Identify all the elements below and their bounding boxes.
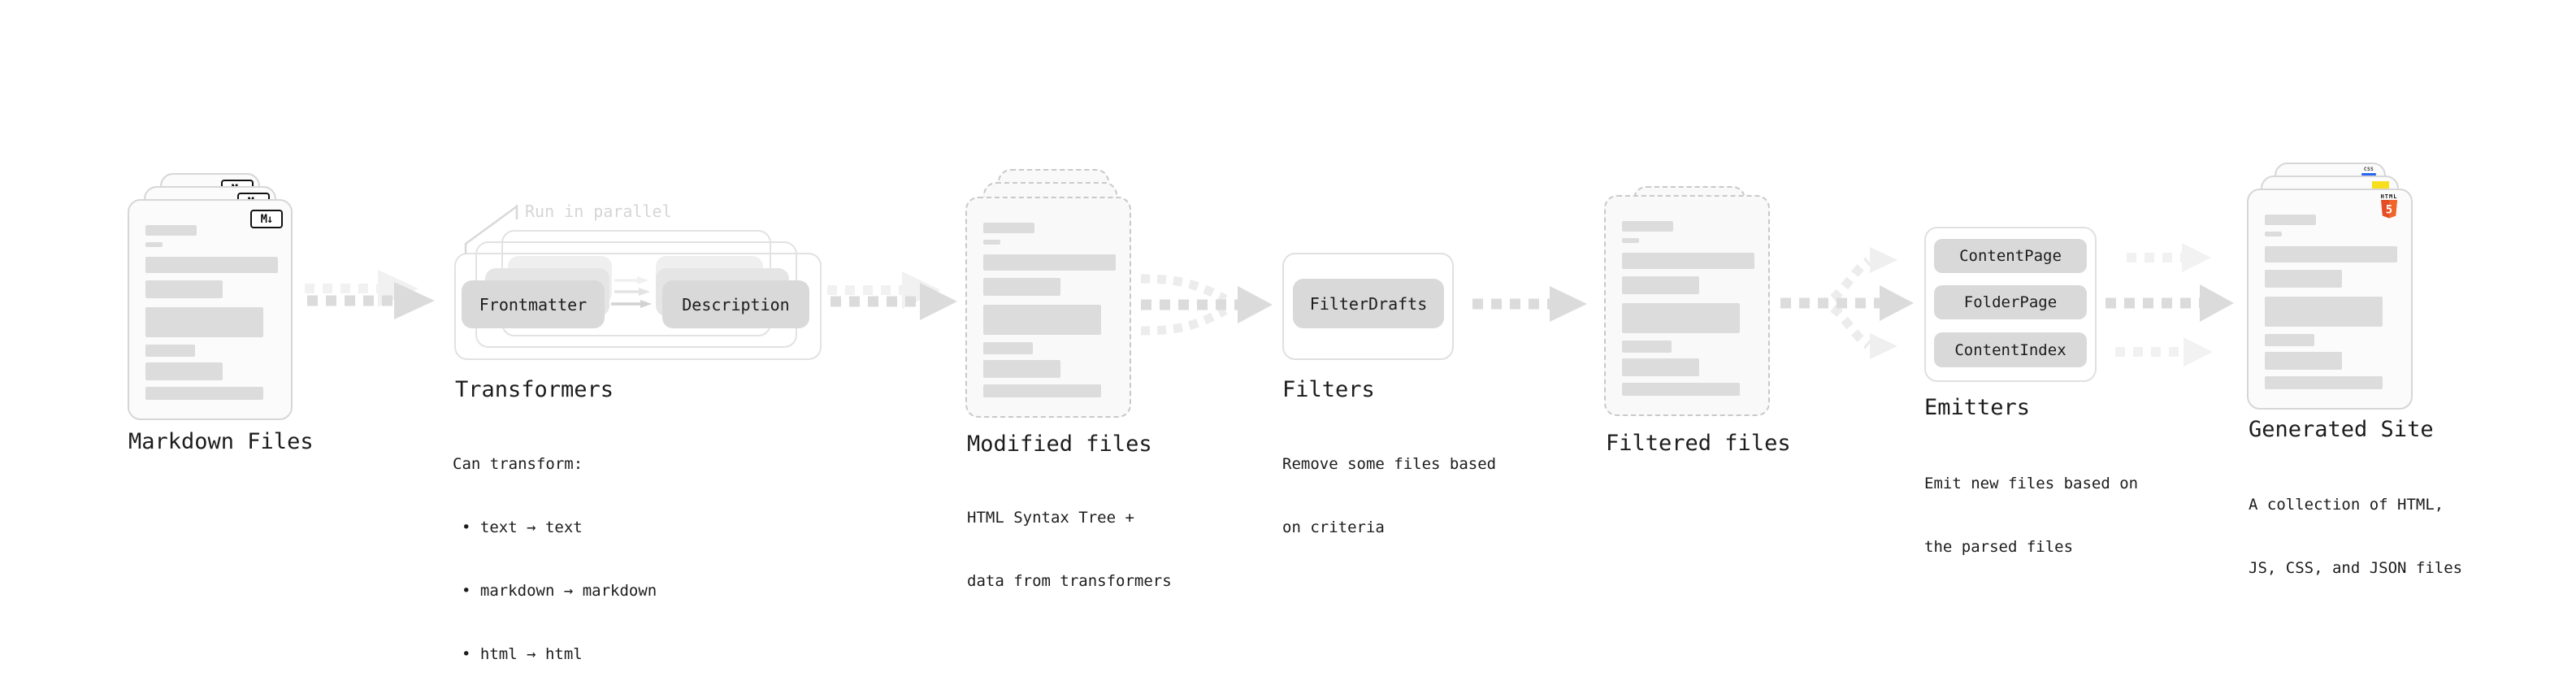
doc-line [983,342,1033,354]
flow-arrow-merge-to-filters [1140,274,1273,336]
bullet-line: • markdown → markdown [462,582,657,600]
transformer-description: Description [662,280,809,328]
html5-icon: HTML 5 [2377,193,2401,223]
filter-filterdrafts: FilterDrafts [1293,279,1444,328]
modified-files-label: Modified files [967,432,1152,457]
description-line: Can transform: [453,455,583,473]
doc-line [983,305,1101,335]
transformer-frontmatter: Frontmatter [462,280,605,328]
site-file-card-html: HTML 5 [2247,189,2413,410]
description-line: on criteria [1282,518,1385,536]
flow-arrow-fanout-to-emitters [1780,247,1914,359]
doc-line [983,223,1034,233]
filtered-file-card [1604,195,1770,416]
flow-arrow-emitters-to-site [2105,243,2234,367]
css-icon-word: CSS [2363,167,2374,172]
doc-line [2265,352,2342,370]
doc-line [145,362,223,380]
doc-line [1622,238,1639,243]
description-line: A collection of HTML, [2249,496,2444,514]
doc-line [2265,334,2314,346]
html5-icon-word: HTML [2380,193,2398,200]
description-line: Remove some files based [1282,455,1497,473]
filtered-files-label: Filtered files [1606,431,1791,456]
transform-step-arrows [611,276,652,308]
doc-line [1622,303,1740,333]
description-line: data from transformers [967,572,1172,590]
filters-title: Filters [1282,377,1375,402]
doc-line [1622,358,1699,376]
doc-line [2265,246,2397,262]
flow-arrow-markdown-to-transformers [305,270,435,319]
modified-files-description: HTML Syntax Tree + data from transformer… [967,465,1172,634]
transformers-description: Can transform: • text → text • markdown … [453,411,657,681]
doc-line [983,240,1000,245]
doc-line [2265,297,2383,327]
generated-site-description: A collection of HTML, JS, CSS, and JSON … [2249,452,2462,621]
svg-text:5: 5 [2386,204,2392,217]
doc-line [1622,221,1673,232]
doc-line [983,360,1060,378]
description-line: JS, CSS, and JSON files [2249,559,2463,577]
javascript-icon [2372,181,2389,190]
markdown-icon: M↓ [250,210,283,228]
emitters-title: Emitters [1924,395,2031,420]
bullet-line: • html → html [462,645,583,663]
doc-line [1622,340,1672,353]
doc-line [1622,383,1740,396]
doc-line [983,384,1101,397]
run-in-parallel-note: Run in parallel [525,202,672,221]
description-line: the parsed files [1924,538,2074,556]
note-leader-line [464,205,518,254]
html5-shield: 5 [2381,200,2397,219]
doc-line [145,225,197,236]
doc-line [2265,215,2316,225]
doc-line [983,254,1116,271]
markdown-files-label: Markdown Files [128,429,314,454]
doc-line [1622,276,1699,294]
transformer-container [454,253,822,360]
modified-file-card [965,197,1131,418]
doc-line [145,387,263,400]
emitter-contentindex: ContentIndex [1934,332,2087,367]
doc-line [2265,232,2282,236]
flow-arrow-transformers-to-modified [827,271,957,320]
emitter-folderpage: FolderPage [1934,285,2087,319]
markdown-file-card: M↓ [128,199,293,420]
css-icon-bar [2361,173,2376,176]
doc-line [1622,253,1754,269]
filters-description: Remove some files based on criteria [1282,411,1496,580]
doc-line [983,278,1060,296]
description-line: Emit new files based on [1924,475,2139,492]
emitters-description: Emit new files based on the parsed files [1924,431,2138,600]
doc-line [145,307,263,337]
doc-line [145,257,278,273]
doc-line [145,242,163,247]
doc-line [2265,270,2342,288]
description-line: HTML Syntax Tree + [967,509,1134,527]
doc-line [2265,376,2383,389]
transformers-title: Transformers [455,377,614,402]
doc-line [145,280,223,298]
css3-icon: CSS [2361,167,2376,176]
generated-site-label: Generated Site [2249,417,2434,442]
doc-line [145,345,195,357]
bullet-line: • text → text [462,518,583,536]
flow-arrow-filters-to-filtered [1472,286,1587,322]
emitter-contentpage: ContentPage [1934,239,2087,273]
